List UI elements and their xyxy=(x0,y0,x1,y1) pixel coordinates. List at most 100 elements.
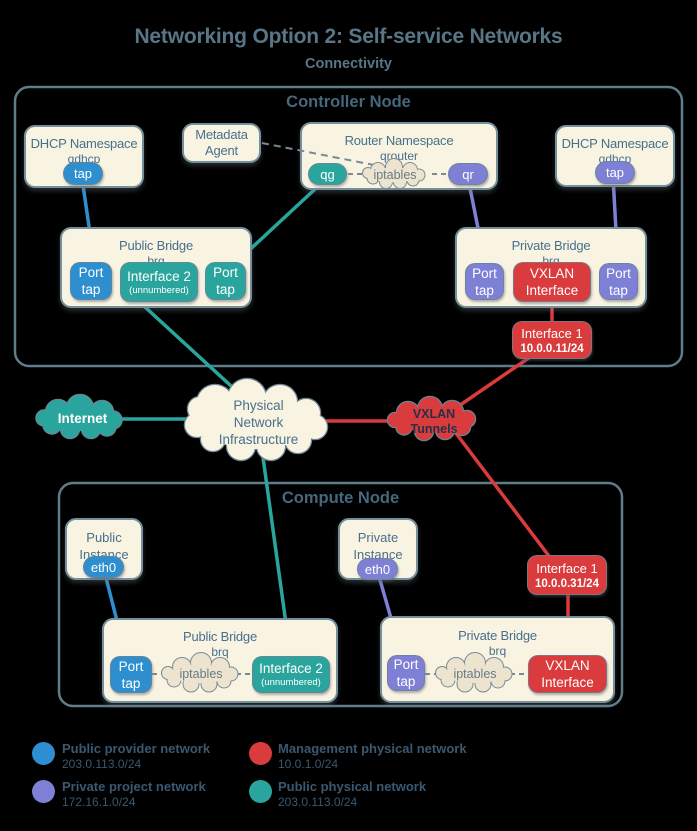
legend-subnet: 10.0.1.0/24 xyxy=(278,757,339,771)
tap-label: tap xyxy=(216,282,235,297)
private-bridge-compute-subtitle: brq xyxy=(488,644,507,658)
port-tap-purple-compute: Port tap xyxy=(387,655,425,691)
internet-cloud-label: Internet xyxy=(57,411,108,426)
controller-node-label: Controller Node xyxy=(286,93,411,111)
private-instance-l1: Private xyxy=(357,530,399,545)
legend-subnet: 203.0.113.0/24 xyxy=(62,757,142,771)
public-instance-l1: Public xyxy=(86,530,122,545)
private-bridge-compute-title: Private Bridge xyxy=(458,628,537,643)
legend-label: Private project network xyxy=(62,779,206,794)
metadata-line1: Metadata xyxy=(195,127,248,142)
public-instance: Public Instance xyxy=(65,518,143,580)
page-title: Networking Option 2: Self-service Networ… xyxy=(134,25,563,48)
legend-subnet: 203.0.113.0/24 xyxy=(278,795,358,809)
legend-dot-public-physical xyxy=(249,780,272,803)
interface1-ip: 10.0.0.31/24 xyxy=(535,577,599,590)
line-vxlancloud-to-interface1c xyxy=(450,426,554,562)
public-instance-eth0: eth0 xyxy=(83,556,124,578)
legend-subnet: 172.16.1.0/24 xyxy=(62,795,136,809)
vxlan-tunnels-l2: Tunnels xyxy=(410,422,458,436)
port-tap-purple-right: Port tap xyxy=(599,263,638,300)
physical-network-cloud xyxy=(183,377,329,462)
metadata-line2: Agent xyxy=(205,143,238,158)
port-tap-purple-left: Port tap xyxy=(465,263,504,300)
public-bridge-title: Public Bridge xyxy=(119,238,193,253)
vxlan-tunnels-cloud xyxy=(386,395,477,442)
vxlan-tunnels-cloud-label: VXLAN Tunnels xyxy=(390,407,478,437)
vxlan-label2: Interface xyxy=(525,283,579,298)
port-tap-teal-controller: Port tap xyxy=(205,262,246,300)
public-bridge-compute-title: Public Bridge xyxy=(183,629,257,644)
dhcp-left-title: DHCP Namespace xyxy=(30,136,138,151)
iptables-cloud-compute-private xyxy=(435,652,513,693)
interface2-controller: Interface 2 (unnumbered) xyxy=(120,262,198,302)
interface1-label: Interface 1 xyxy=(536,560,598,576)
iptables-cloud-compute-public xyxy=(161,652,239,693)
compute-node-outline xyxy=(57,481,624,708)
interface1-label: Interface 1 xyxy=(521,325,583,341)
physical-l3: Infrastructure xyxy=(218,432,299,447)
tap-label: tap xyxy=(396,674,416,689)
vxlan-interface-compute: VXLAN Interface xyxy=(528,655,607,693)
port-label: Port xyxy=(606,265,631,281)
internet-cloud xyxy=(35,393,123,440)
tap-label: tap xyxy=(121,675,141,691)
legend-dot-private-project xyxy=(32,780,55,803)
legend-item-public-physical: Public physical network 203.0.113.0/24 xyxy=(278,779,426,810)
port-tap-blue-compute: Port tap xyxy=(110,656,152,693)
port-label: Port xyxy=(472,265,497,281)
legend-label: Management physical network xyxy=(278,741,467,756)
dhcp-right-tap-pill: tap xyxy=(595,161,635,184)
tap-label: tap xyxy=(81,282,101,297)
page-subtitle: Connectivity xyxy=(304,56,392,72)
port-label: Port xyxy=(78,265,104,280)
legend-item-public-provider: Public provider network 203.0.113.0/24 xyxy=(62,741,210,772)
interface2-sub: (unnumbered) xyxy=(261,677,321,688)
port-label: Port xyxy=(393,657,419,672)
router-title: Router Namespace xyxy=(344,133,454,148)
interface2-compute: Interface 2 (unnumbered) xyxy=(252,656,330,693)
legend-label: Public physical network xyxy=(278,779,427,794)
interface1-ip: 10.0.0.11/24 xyxy=(520,342,584,355)
iptables-cloud-router xyxy=(362,158,426,189)
interface2-sub: (unnumbered) xyxy=(129,284,189,296)
physical-network-cloud-label: Physical Network Infrastructure xyxy=(185,397,332,448)
tap-label: tap xyxy=(609,282,628,298)
public-bridge-compute-subtitle: brq xyxy=(211,645,229,659)
iptables-router-label: iptables xyxy=(373,168,417,182)
legend-item-management: Management physical network 10.0.1.0/24 xyxy=(278,741,467,772)
metadata-agent: Metadata Agent xyxy=(182,123,261,163)
interface1-compute: Interface 1 10.0.0.31/24 xyxy=(527,555,607,595)
physical-l2: Network xyxy=(233,415,284,430)
legend-label: Public provider network xyxy=(62,741,211,756)
vxlan-label: VXLAN xyxy=(545,658,590,673)
legend-item-private-project: Private project network 172.16.1.0/24 xyxy=(62,779,206,810)
private-bridge-title: Private Bridge xyxy=(511,238,591,253)
iptables-compute-public-label: iptables xyxy=(179,667,223,681)
vxlan-interface-controller: VXLAN Interface xyxy=(513,262,591,302)
physical-l1: Physical xyxy=(233,398,284,413)
interface2-label: Interface 2 xyxy=(259,661,323,676)
interface1-controller: Interface 1 10.0.0.11/24 xyxy=(512,321,592,359)
dhcp-left-tap-pill: tap xyxy=(63,162,103,185)
vxlan-tunnels-l1: VXLAN xyxy=(412,407,456,421)
line-interface2-to-physical xyxy=(131,294,244,398)
port-label: Port xyxy=(118,658,144,674)
compute-node-label: Compute Node xyxy=(281,489,400,507)
vxlan-label: VXLAN xyxy=(529,266,575,281)
dhcp-right-title: DHCP Namespace xyxy=(561,136,669,151)
controller-node-outline xyxy=(13,85,684,368)
line-interface1-to-vxlancloud xyxy=(449,351,537,414)
tap-label: tap xyxy=(475,282,494,298)
port-tap-blue-controller: Port tap xyxy=(70,262,112,300)
private-instance-eth0: eth0 xyxy=(357,558,398,580)
interface2-label: Interface 2 xyxy=(127,268,191,284)
vxlan-label2: Interface xyxy=(541,675,594,690)
port-label: Port xyxy=(213,265,238,280)
iptables-compute-private-label: iptables xyxy=(453,667,497,681)
legend-dot-public-provider xyxy=(32,742,55,765)
qr-pill: qr xyxy=(448,163,488,185)
